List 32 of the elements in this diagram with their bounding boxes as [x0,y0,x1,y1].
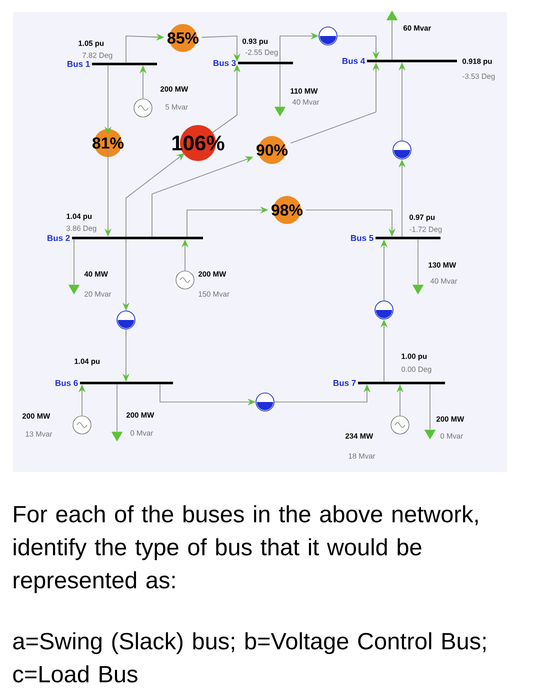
node-label: Bus 5 [351,235,374,241]
generator-symbol [390,416,410,434]
flow-meter [392,140,412,160]
load-symbol [386,10,398,20]
flow-meter [374,300,394,320]
bus-bar: Bus 3 [214,60,293,66]
bus-bar: Bus 6 [56,380,173,386]
bus-bar: Bus 1 [68,61,157,67]
node-label: Bus 4 [342,58,366,64]
bus-bar: Bus 2 [48,235,203,241]
node-label: Bus 6 [56,380,78,386]
load-symbol [412,284,424,294]
question-text: For each of the buses in the above network, identify the type of bus that it would be represented as: [14,505,478,594]
node-label: Bus 3 [214,60,236,66]
load-symbol [68,284,80,294]
flow-meter [116,310,136,330]
bus-bar: Bus 5 [351,235,440,241]
generator-symbol [72,416,92,434]
flow-meter [318,26,338,46]
generator-symbol [176,270,194,290]
flow-meter [256,392,274,412]
bus-bar: Bus 4 [342,58,457,64]
load-symbol [424,430,436,440]
node-label: Bus 2 [48,235,70,242]
load-symbol [274,106,286,116]
question-text: a=Swing (Slack) bus; b=Voltage Control Bus; c=Load Bus [13,632,486,682]
load-symbol [111,432,123,442]
power-line [116,384,118,432]
generator-symbol [134,98,152,118]
node-label: Bus 1 [68,61,90,67]
bus-bar: Bus 7 [334,380,445,386]
node-label: Bus 7 [334,380,356,386]
